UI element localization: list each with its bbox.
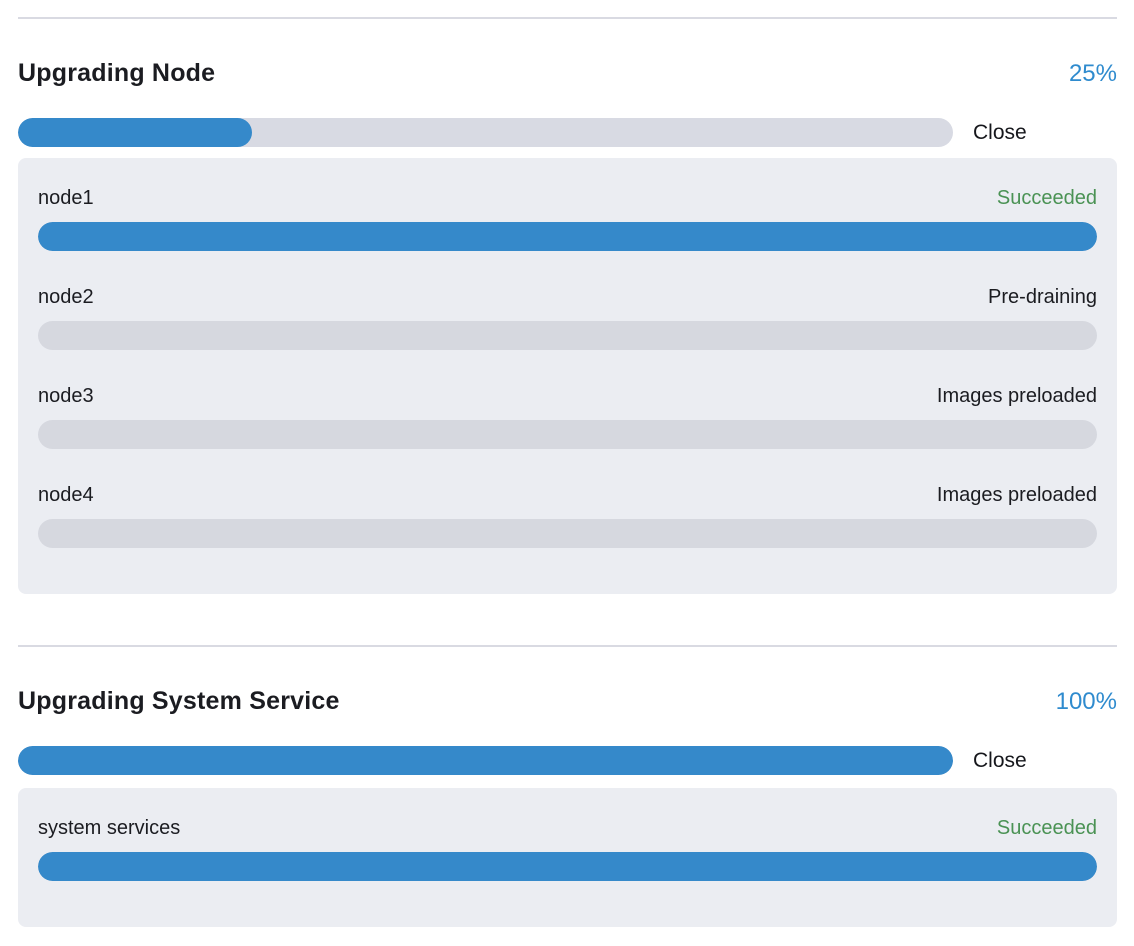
upgrade-section-node: Upgrading Node 25% Close node1 Succeeded… bbox=[0, 17, 1134, 594]
item-list: node1 Succeeded node2 Pre-draining node3… bbox=[38, 185, 1097, 548]
section-percent: 25% bbox=[1068, 60, 1117, 87]
item-name: node1 bbox=[38, 187, 94, 209]
item-name: node3 bbox=[38, 385, 94, 407]
section-percent: 100% bbox=[1055, 688, 1117, 715]
progress-item-header: node2 Pre-draining bbox=[38, 284, 1097, 310]
overall-progress-fill bbox=[18, 746, 953, 775]
item-progress-track bbox=[38, 420, 1097, 449]
progress-item: node2 Pre-draining bbox=[38, 284, 1097, 350]
upgrade-progress-page: Upgrading Node 25% Close node1 Succeeded… bbox=[0, 17, 1134, 927]
item-name: node2 bbox=[38, 286, 94, 308]
section-divider bbox=[18, 17, 1117, 19]
close-button[interactable]: Close bbox=[973, 120, 1027, 144]
item-progress-fill bbox=[38, 222, 1097, 251]
item-progress-track bbox=[38, 519, 1097, 548]
item-status: Succeeded bbox=[996, 817, 1097, 839]
progress-item-header: node1 Succeeded bbox=[38, 185, 1097, 211]
progress-item: node3 Images preloaded bbox=[38, 383, 1097, 449]
progress-item: node1 Succeeded bbox=[38, 185, 1097, 251]
progress-item-header: system services Succeeded bbox=[38, 815, 1097, 841]
item-list: system services Succeeded bbox=[38, 815, 1097, 881]
item-progress-track bbox=[38, 852, 1097, 881]
item-name: system services bbox=[38, 817, 181, 839]
section-header: Upgrading Node 25% bbox=[18, 56, 1117, 91]
close-button[interactable]: Close bbox=[973, 748, 1027, 772]
section-divider bbox=[18, 645, 1117, 647]
service-status-panel: system services Succeeded bbox=[18, 788, 1117, 927]
item-status: Succeeded bbox=[996, 187, 1097, 209]
progress-item: system services Succeeded bbox=[38, 815, 1097, 881]
progress-item: node4 Images preloaded bbox=[38, 482, 1097, 548]
item-status: Pre-draining bbox=[988, 286, 1097, 308]
overall-progress-track bbox=[18, 746, 953, 775]
item-name: node4 bbox=[38, 484, 94, 506]
progress-item-header: node3 Images preloaded bbox=[38, 383, 1097, 409]
overall-progress-track bbox=[18, 118, 953, 147]
item-progress-fill bbox=[38, 852, 1097, 881]
section-header: Upgrading System Service 100% bbox=[18, 684, 1117, 719]
progress-item-header: node4 Images preloaded bbox=[38, 482, 1097, 508]
upgrade-section-system-service: Upgrading System Service 100% Close syst… bbox=[0, 645, 1134, 927]
item-progress-track bbox=[38, 321, 1097, 350]
overall-progress-row: Close bbox=[18, 746, 1117, 775]
overall-progress-fill bbox=[18, 118, 252, 147]
item-status: Images preloaded bbox=[936, 484, 1097, 506]
overall-progress-row: Close bbox=[18, 118, 1117, 147]
section-title: Upgrading Node bbox=[18, 59, 216, 87]
section-title: Upgrading System Service bbox=[18, 687, 340, 715]
node-status-panel: node1 Succeeded node2 Pre-draining node3… bbox=[18, 158, 1117, 594]
item-progress-track bbox=[38, 222, 1097, 251]
item-status: Images preloaded bbox=[936, 385, 1097, 407]
